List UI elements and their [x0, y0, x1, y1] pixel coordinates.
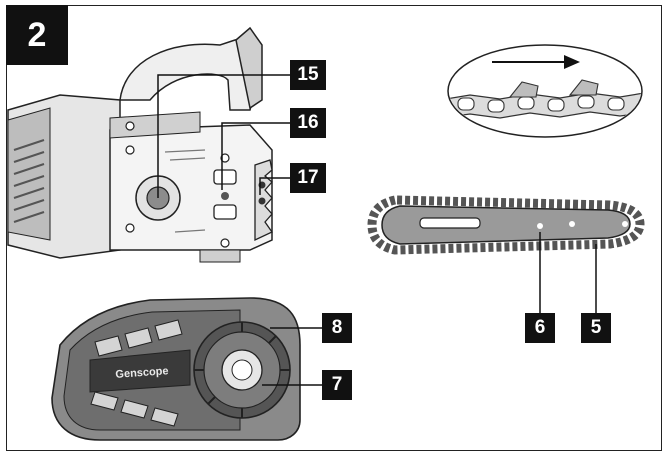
- sprocket-cover-drawing: [51, 297, 301, 441]
- figure-frame: [6, 5, 662, 451]
- callout-leader-lines-bar: [539, 232, 597, 313]
- callout-6: 6: [525, 313, 555, 343]
- callout-8: 8: [322, 313, 352, 343]
- callout-16: 16: [290, 108, 326, 138]
- direction-arrow-icon: [492, 55, 580, 69]
- figure-number-badge: 2: [6, 5, 68, 65]
- callout-17: 17: [290, 163, 326, 193]
- callout-7: 7: [322, 370, 352, 400]
- guide-bar-with-chain: [367, 195, 645, 255]
- callout-leader-lines-top: [157, 74, 290, 198]
- callout-leader-lines-cover: [262, 327, 322, 386]
- chain-direction-detail: [447, 44, 643, 138]
- callout-5: 5: [581, 313, 611, 343]
- callout-15: 15: [290, 60, 326, 90]
